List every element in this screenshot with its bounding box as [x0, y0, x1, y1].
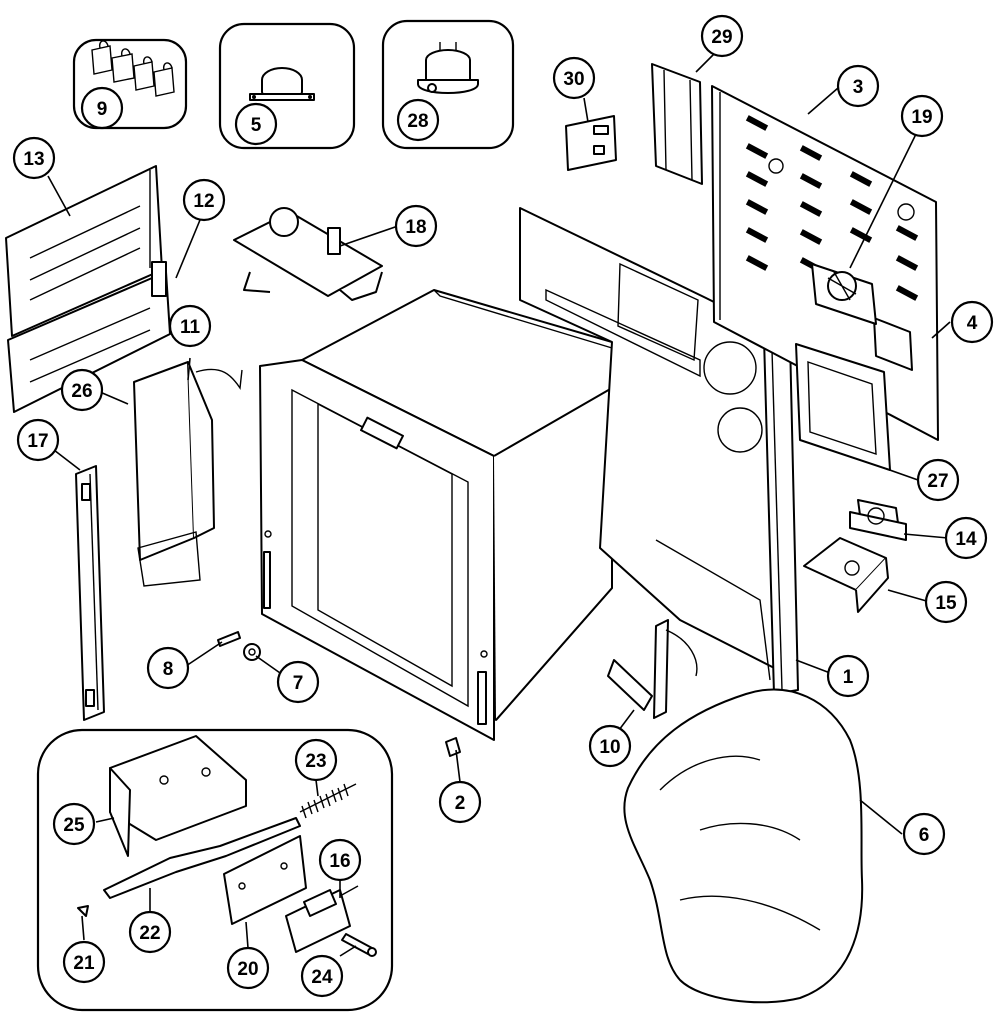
- callout-29: 29: [700, 14, 744, 58]
- callout-23: 23: [294, 738, 338, 782]
- callout-label: 15: [935, 593, 957, 614]
- callout-20: 20: [226, 946, 270, 990]
- callout-label: 17: [27, 431, 48, 452]
- callout-9: 9: [80, 86, 124, 130]
- bracket-29: [651, 63, 703, 185]
- fan-19: [811, 263, 877, 325]
- hinge-10: [607, 619, 698, 719]
- inset-box-28: [381, 19, 515, 150]
- callout-3: 3: [836, 64, 880, 108]
- leader-lines: [47, 47, 951, 957]
- callout-label: 9: [97, 99, 108, 120]
- inset-box-9: [72, 38, 188, 130]
- callout-label: 25: [63, 815, 85, 836]
- callout-label: 12: [193, 191, 214, 212]
- callout-label: 24: [311, 967, 333, 988]
- board-30: [565, 115, 617, 171]
- callout-label: 11: [180, 317, 201, 338]
- callout-label: 16: [329, 851, 350, 872]
- pin-21: [77, 905, 89, 917]
- vertical-panel-1: [763, 337, 799, 695]
- callout-11: 11: [168, 304, 212, 348]
- callout-18: 18: [394, 204, 438, 248]
- callout-13: 13: [12, 136, 56, 180]
- callout-label: 26: [71, 381, 92, 402]
- callout-30: 30: [552, 56, 596, 100]
- spring-23: [299, 783, 357, 819]
- bracket-15: [803, 537, 889, 613]
- rear-panel-3: [711, 85, 939, 441]
- callout-12: 12: [182, 178, 226, 222]
- callout-label: 14: [955, 529, 977, 550]
- callout-6: 6: [902, 812, 946, 856]
- screw-24: [341, 933, 377, 957]
- callout-14: 14: [944, 516, 988, 560]
- screw-8: [217, 631, 241, 647]
- callout-5: 5: [234, 102, 278, 146]
- callout-19: 19: [900, 94, 944, 138]
- callout-24: 24: [300, 954, 344, 998]
- callout-1: 1: [826, 654, 870, 698]
- callout-21: 21: [62, 940, 106, 984]
- callout-label: 4: [967, 313, 978, 334]
- callout-15: 15: [924, 580, 968, 624]
- plate-20: [223, 835, 307, 925]
- insulation-6: [623, 688, 864, 1004]
- callout-label: 6: [919, 825, 930, 846]
- callout-label: 23: [305, 751, 326, 772]
- callout-22: 22: [128, 910, 172, 954]
- callout-label: 13: [23, 149, 44, 170]
- callout-10: 10: [588, 724, 632, 768]
- callout-28: 28: [396, 98, 440, 142]
- callout-label: 8: [163, 659, 174, 680]
- oven-cavity: [259, 289, 613, 741]
- callout-27: 27: [916, 458, 960, 502]
- callout-4: 4: [950, 300, 994, 344]
- switch-16: [285, 885, 359, 953]
- callout-label: 30: [563, 69, 584, 90]
- callout-label: 2: [455, 793, 466, 814]
- transformer-14: [849, 499, 907, 541]
- callout-label: 27: [927, 471, 948, 492]
- callout-label: 22: [139, 923, 160, 944]
- duct-26: [133, 361, 243, 587]
- callout-label: 18: [405, 217, 426, 238]
- screw-2: [445, 737, 461, 757]
- rod-22: [103, 817, 301, 899]
- callout-label: 10: [599, 737, 620, 758]
- callout-label: 3: [853, 77, 864, 98]
- callout-16: 16: [318, 838, 362, 882]
- callout-26: 26: [60, 368, 104, 412]
- callout-label: 28: [407, 111, 428, 132]
- callout-label: 21: [73, 953, 95, 974]
- callout-2: 2: [438, 780, 482, 824]
- callout-7: 7: [276, 660, 320, 704]
- bracket-25: [109, 735, 247, 857]
- callout-label: 29: [711, 27, 732, 48]
- rail-17: [75, 465, 105, 721]
- callout-25: 25: [52, 802, 96, 846]
- callout-label: 1: [843, 667, 854, 688]
- latch-18: [233, 207, 383, 301]
- callout-17: 17: [16, 418, 60, 462]
- callout-label: 7: [293, 673, 304, 694]
- callout-label: 19: [911, 107, 932, 128]
- callout-8: 8: [146, 646, 190, 690]
- inset-box-5: [218, 22, 356, 150]
- inset-box-controls: [36, 728, 394, 1012]
- side-panel-12: [7, 261, 171, 413]
- callout-label: 5: [251, 115, 262, 136]
- callout-label: 20: [237, 959, 258, 980]
